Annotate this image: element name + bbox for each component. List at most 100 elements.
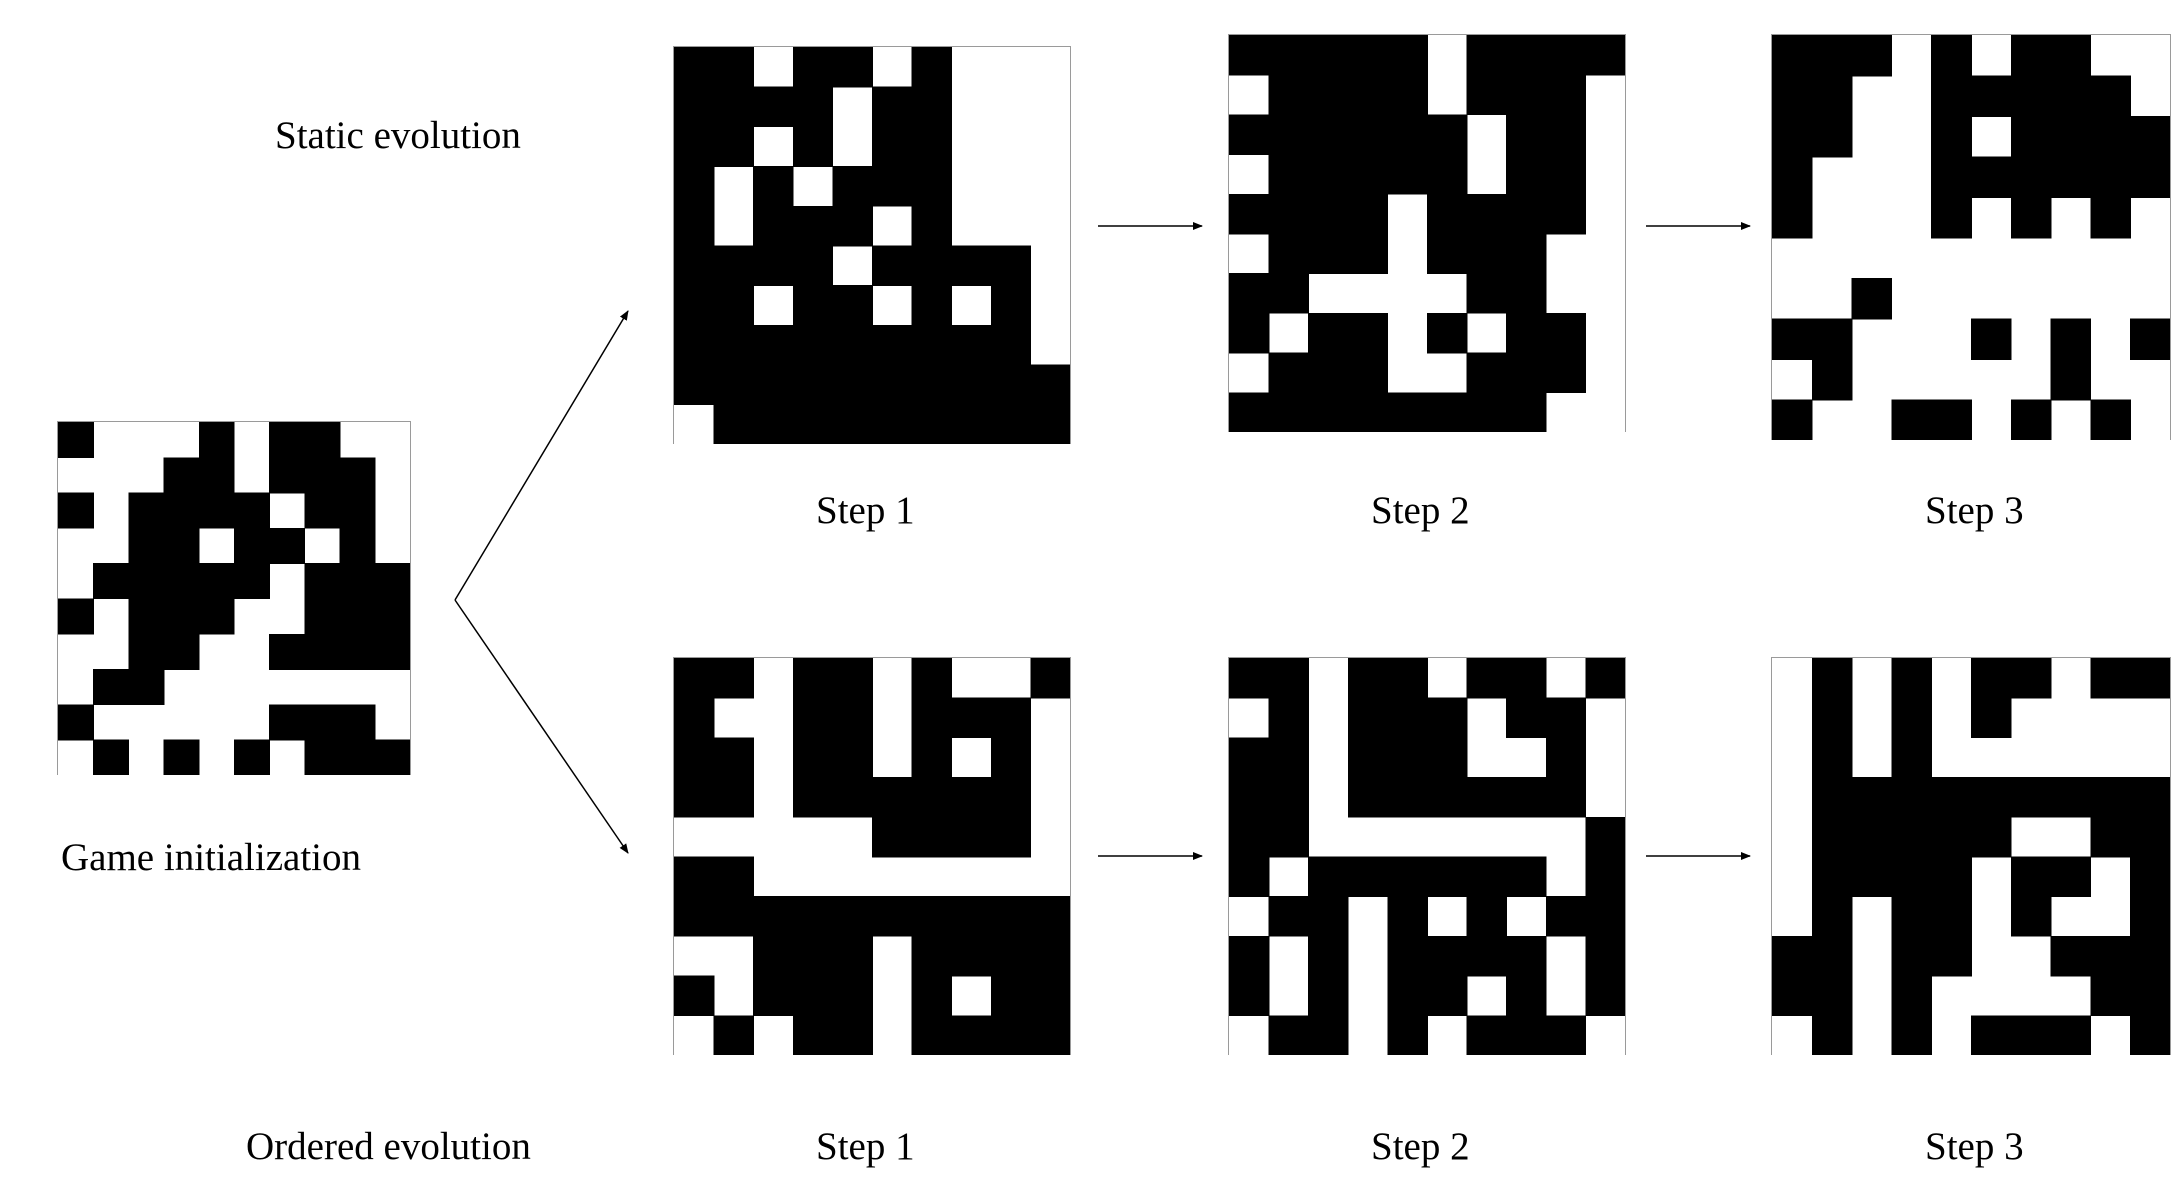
static-evolution-step3-grid xyxy=(1771,34,2171,440)
alive-cell xyxy=(674,47,715,88)
alive-cell xyxy=(792,737,834,778)
alive-cell xyxy=(2130,777,2170,818)
alive-cell xyxy=(2090,658,2131,699)
alive-cell xyxy=(1545,697,1587,739)
alive-cell xyxy=(911,935,952,977)
alive-cell xyxy=(990,364,1032,406)
alive-cell xyxy=(713,324,754,366)
alive-cell xyxy=(1268,697,1309,739)
alive-cell xyxy=(163,563,200,600)
alive-cell xyxy=(1545,352,1587,394)
alive-cell xyxy=(911,285,952,326)
alive-cell xyxy=(1308,154,1349,195)
alive-cell xyxy=(2130,935,2170,977)
alive-cell xyxy=(1545,777,1587,818)
alive-cell xyxy=(792,404,834,444)
alive-cell xyxy=(1308,352,1349,394)
alive-cell xyxy=(1229,975,1270,1017)
alive-cell xyxy=(1772,975,1813,1017)
alive-cell xyxy=(1891,777,1932,818)
alive-cell xyxy=(1466,935,1507,977)
alive-cell xyxy=(2130,856,2170,897)
alive-cell xyxy=(1971,658,2012,699)
alive-cell xyxy=(1030,404,1070,444)
alive-cell xyxy=(713,86,754,128)
alive-cell xyxy=(1268,392,1309,432)
alive-cell xyxy=(93,739,130,775)
alive-cell xyxy=(1585,975,1625,1017)
alive-cell xyxy=(2130,1015,2170,1055)
alive-cell xyxy=(269,457,306,494)
ordered-evolution-step2-grid xyxy=(1228,657,1626,1055)
alive-cell xyxy=(1030,364,1070,406)
alive-cell xyxy=(1811,896,1853,937)
alive-cell xyxy=(1268,896,1309,937)
alive-cell xyxy=(911,816,952,858)
alive-cell xyxy=(674,86,715,128)
alive-cell xyxy=(374,633,410,670)
alive-cell xyxy=(2090,935,2131,977)
alive-cell xyxy=(1585,896,1625,937)
alive-cell xyxy=(1229,193,1270,235)
alive-cell xyxy=(2090,777,2131,818)
alive-cell xyxy=(1308,896,1349,937)
alive-cell xyxy=(128,598,165,635)
alive-cell xyxy=(792,1015,834,1055)
alive-cell xyxy=(1506,233,1547,274)
alive-cell xyxy=(1891,816,1932,858)
alive-cell xyxy=(1891,1015,1932,1055)
alive-cell xyxy=(2010,896,2052,937)
alive-cell xyxy=(58,422,94,459)
alive-cell xyxy=(792,364,834,406)
alive-cell xyxy=(1347,352,1389,394)
alive-cell xyxy=(2130,658,2170,699)
alive-cell xyxy=(1308,935,1349,977)
alive-cell xyxy=(1347,233,1389,274)
alive-cell xyxy=(2050,359,2092,401)
alive-cell xyxy=(1811,658,1853,699)
alive-cell xyxy=(674,975,715,1017)
alive-cell xyxy=(832,737,873,778)
alive-cell xyxy=(2050,35,2092,77)
alive-cell xyxy=(1851,777,1893,818)
alive-cell xyxy=(832,205,873,247)
alive-cell xyxy=(713,126,754,167)
step1-bottom-label: Step 1 xyxy=(816,1125,915,1168)
alive-cell xyxy=(911,364,952,406)
alive-cell xyxy=(339,633,376,670)
alive-cell xyxy=(1931,35,1972,77)
alive-cell xyxy=(1427,233,1468,274)
static-evolution-step2-grid xyxy=(1228,34,1626,432)
alive-cell xyxy=(1931,856,1972,897)
alive-cell xyxy=(1891,975,1932,1017)
alive-cell xyxy=(1347,737,1389,778)
alive-cell xyxy=(1466,856,1507,897)
alive-cell xyxy=(1466,392,1507,432)
alive-cell xyxy=(163,527,200,564)
alive-cell xyxy=(1427,777,1468,818)
alive-cell xyxy=(1229,658,1270,699)
alive-cell xyxy=(1585,935,1625,977)
alive-cell xyxy=(674,126,715,167)
alive-cell xyxy=(1030,896,1070,937)
alive-cell xyxy=(339,492,376,529)
alive-cell xyxy=(1545,35,1587,76)
alive-cell xyxy=(269,633,306,670)
alive-cell xyxy=(792,86,834,128)
alive-cell xyxy=(990,1015,1032,1055)
alive-cell xyxy=(2090,197,2131,239)
alive-cell xyxy=(832,1015,873,1055)
alive-cell xyxy=(911,86,952,128)
alive-cell xyxy=(1387,658,1428,699)
alive-cell xyxy=(990,697,1032,739)
alive-cell xyxy=(674,658,715,699)
alive-cell xyxy=(2130,975,2170,1017)
alive-cell xyxy=(1268,352,1309,394)
alive-cell xyxy=(163,633,200,670)
alive-cell xyxy=(911,896,952,937)
alive-cell xyxy=(911,126,952,167)
alive-cell xyxy=(1545,154,1587,195)
alive-cell xyxy=(1387,777,1428,818)
alive-cell xyxy=(1268,74,1309,116)
alive-cell xyxy=(1545,1015,1587,1055)
